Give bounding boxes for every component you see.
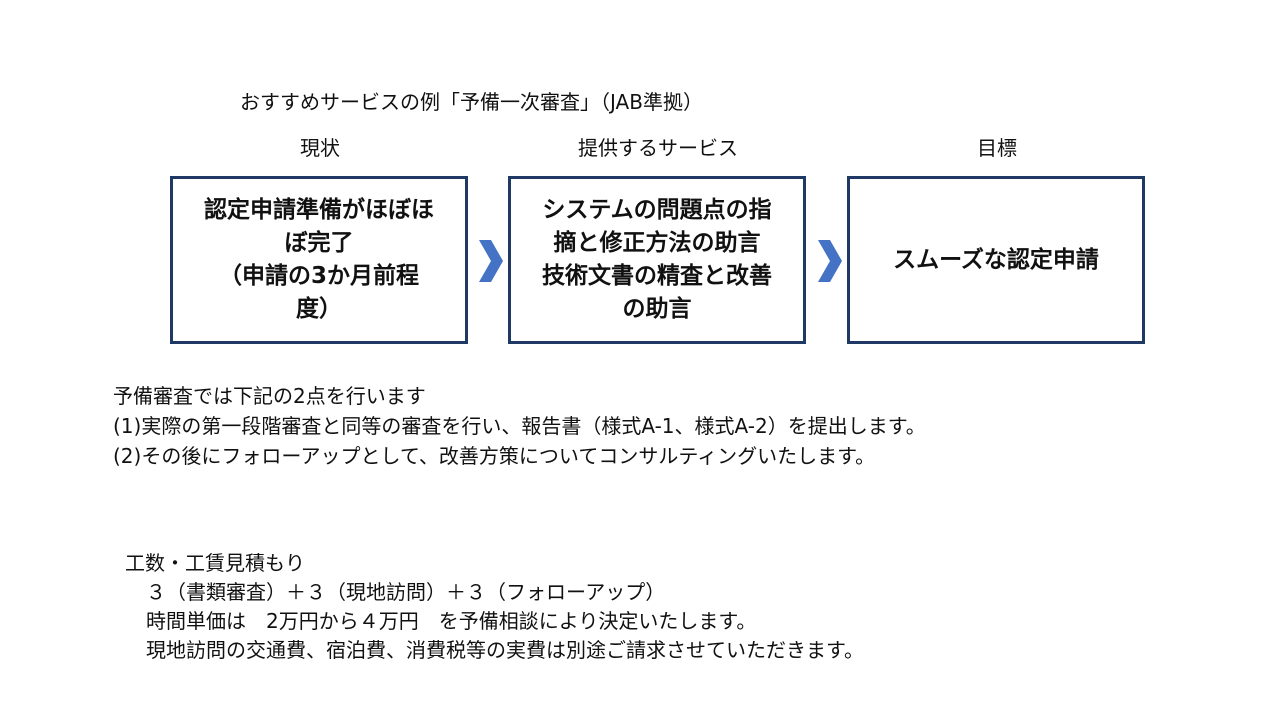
- box-current-text: 認定申請準備がほぼほ ぼ完了 （申請の3か月前程 度）: [204, 197, 434, 322]
- box-goal-text: スムーズな認定申請: [893, 246, 1099, 273]
- estimate-line: 現地訪問の交通費、宿泊費、消費税等の実費は別途ご請求させていただきます。: [146, 638, 864, 662]
- header-service: 提供するサービス: [578, 136, 738, 160]
- chevron-right-icon: [479, 240, 503, 282]
- box-service-text: システムの問題点の指 摘と修正方法の助言 技術文書の精査と改善 の助言: [542, 197, 772, 322]
- description-line: 予備審査では下記の2点を行います: [113, 384, 426, 408]
- box-current: 認定申請準備がほぼほ ぼ完了 （申請の3か月前程 度）: [170, 176, 468, 344]
- header-current: 現状: [300, 136, 340, 160]
- estimate-line: ３（書類審査）＋３（現地訪問）＋３（フォローアップ）: [146, 580, 666, 604]
- box-goal: スムーズな認定申請: [847, 176, 1145, 344]
- description-line: (2)その後にフォローアップとして、改善方策についてコンサルティングいたします。: [113, 444, 876, 468]
- estimate-line: 時間単価は 2万円から４万円 を予備相談により決定いたします。: [146, 609, 757, 633]
- box-service: システムの問題点の指 摘と修正方法の助言 技術文書の精査と改善 の助言: [508, 176, 806, 344]
- slide-title: おすすめサービスの例「予備一次審査」（JAB準拠）: [240, 90, 703, 114]
- estimate-heading: 工数・工賃見積もり: [125, 551, 305, 575]
- chevron-right-icon: [818, 240, 842, 282]
- header-goal: 目標: [977, 136, 1017, 160]
- description-line: (1)実際の第一段階審査と同等の審査を行い、報告書（様式A-1、様式A-2）を提…: [113, 414, 926, 438]
